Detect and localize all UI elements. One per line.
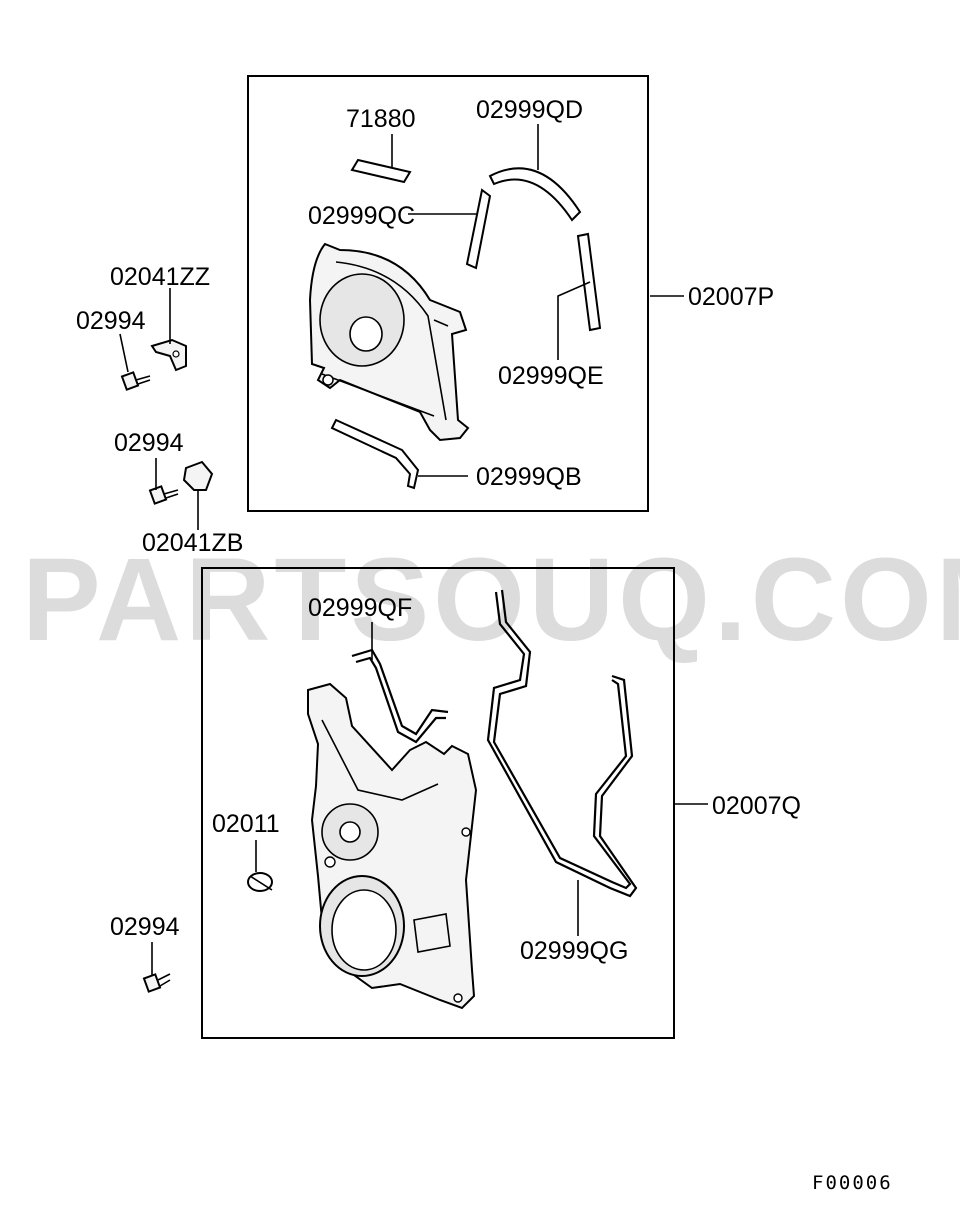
label-02041ZB: 02041ZB [142,529,243,557]
label-02999QD: 02999QD [476,96,583,124]
lower-assembly-box [201,567,675,1039]
part-02999QC[interactable] [465,188,492,270]
label-02994-lower: 02994 [110,913,180,941]
figure-code: F00006 [812,1172,893,1194]
label-02011: 02011 [212,810,280,838]
part-02041ZB[interactable] [182,460,214,491]
label-02999QE: 02999QE [498,362,604,390]
label-02999QG: 02999QG [520,937,628,965]
part-71880[interactable] [350,158,412,184]
part-02994-upper[interactable] [120,371,151,391]
label-02999QB: 02999QB [476,463,582,491]
part-02041ZZ[interactable] [150,338,187,372]
label-02999QC: 02999QC [308,202,415,230]
upper-assembly-box [247,75,649,512]
label-02041ZZ: 02041ZZ [110,263,210,291]
label-02007Q: 02007Q [712,792,801,820]
part-02994-lower[interactable] [142,973,171,993]
leader-lines [119,124,708,976]
label-02999QF: 02999QF [308,594,412,622]
part-02011[interactable] [247,872,273,892]
label-02007P: 02007P [688,283,774,311]
part-02999QD[interactable] [488,167,582,222]
part-02999QB[interactable] [330,418,420,490]
part-upper-timing-cover[interactable] [308,242,470,442]
watermark: PARTSOUQ.COM [22,534,960,666]
label-02994-upper: 02994 [76,307,146,335]
label-71880: 71880 [346,105,416,133]
part-02994-middle[interactable] [148,485,179,505]
part-02999QG[interactable] [486,589,638,898]
part-lower-timing-cover[interactable] [307,682,478,1010]
label-02994-middle: 02994 [114,429,184,457]
